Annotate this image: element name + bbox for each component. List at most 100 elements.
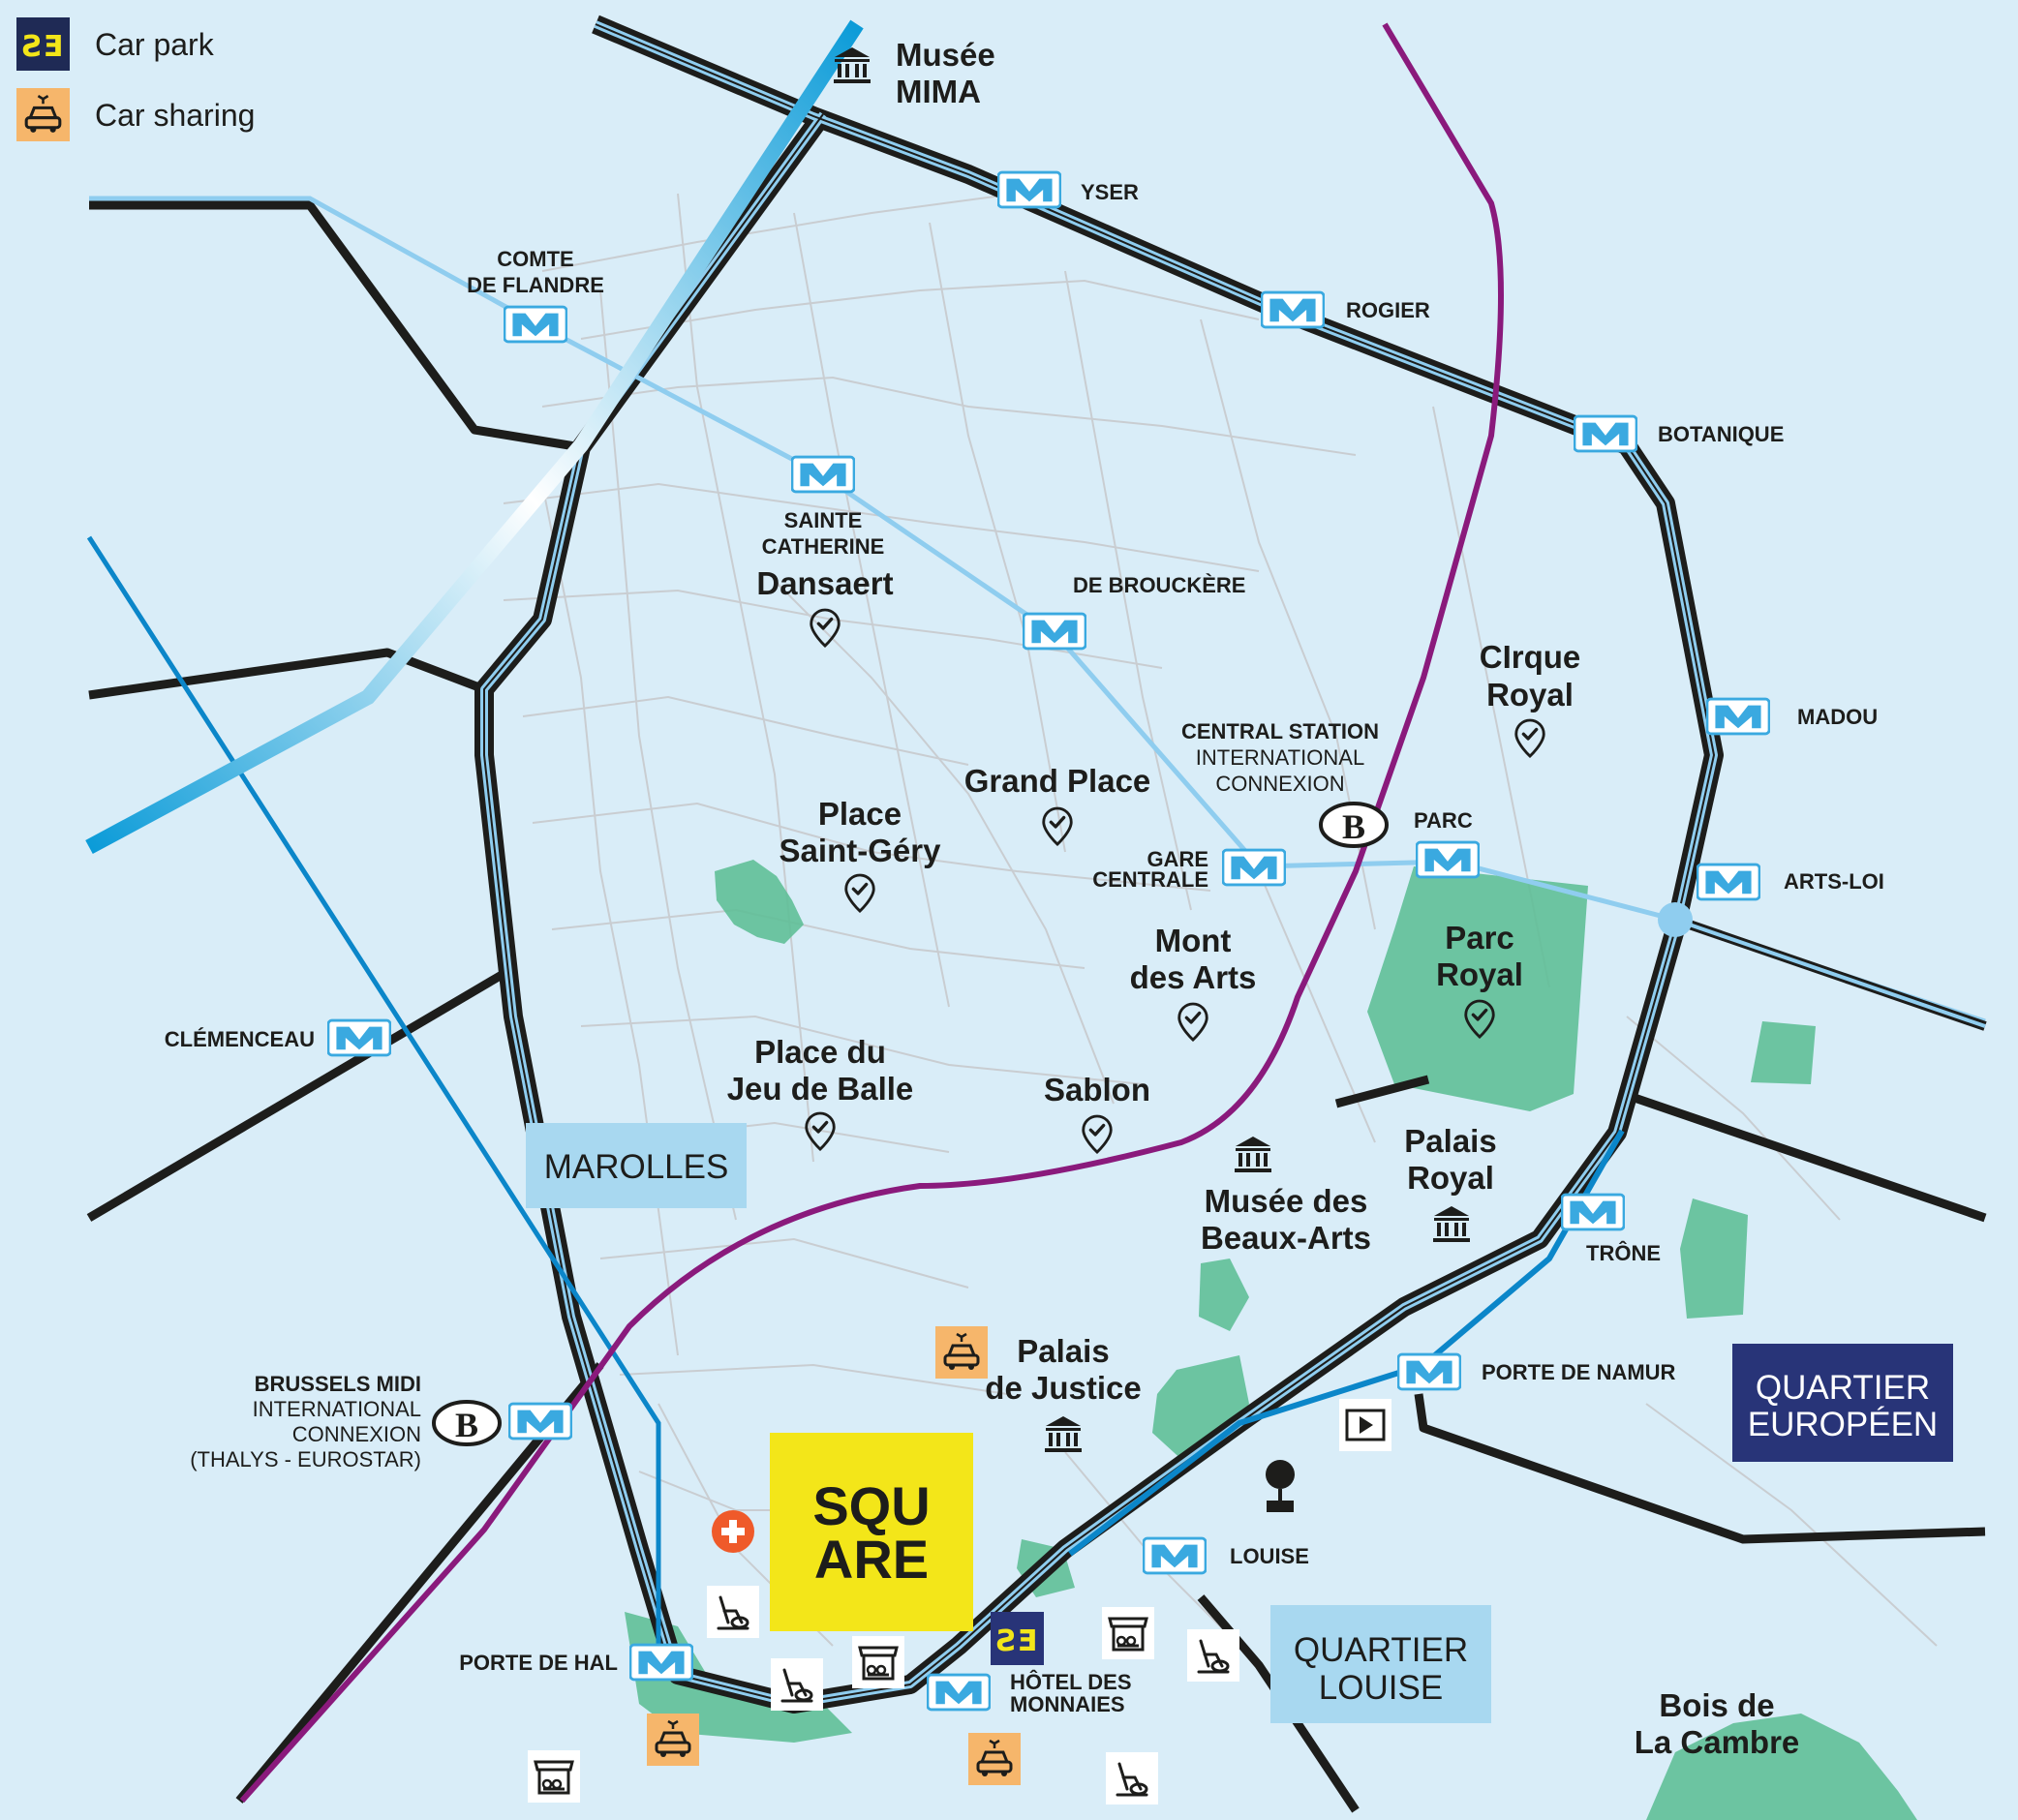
place-label-saint-gery-1: Place <box>818 796 902 832</box>
park-parc-royal <box>1367 866 1588 1111</box>
car-sharing-icon-porte-de-hal <box>647 1714 699 1766</box>
station-label-porte-de-namur: PORTE DE NAMUR <box>1482 1360 1676 1384</box>
rail-line <box>239 22 1504 1803</box>
place-label-grand-place: Grand Place <box>964 763 1151 799</box>
station-label-hotel-des-monnaies-2: MONNAIES <box>1010 1692 1125 1716</box>
metro-icon-brussels-midi <box>508 1402 572 1441</box>
place-label-palais-justice-2: de Justice <box>985 1370 1141 1406</box>
place-label-jeu-de-balle-1: Place du <box>754 1034 886 1070</box>
square-logo-line-1: SQU <box>812 1475 930 1536</box>
train-label-midi-3: CONNEXION <box>292 1422 421 1446</box>
district-marolles-box <box>526 1123 747 1208</box>
legend: ƧƎ Car park Car sharing <box>16 17 255 141</box>
train-icon-central <box>1319 802 1389 848</box>
train-icon-midi <box>432 1400 502 1446</box>
metro-labels: YSER ROGIER BOTANIQUE MADOU ARTS-LOI PAR… <box>165 180 1884 1716</box>
place-label-dansaert: Dansaert <box>756 565 893 601</box>
station-label-trone: TRÔNE <box>1586 1241 1661 1265</box>
gym-icon-1 <box>707 1586 759 1638</box>
place-label-mima-2: MIMA <box>896 74 981 109</box>
place-label-mont-des-arts-2: des Arts <box>1130 959 1257 995</box>
place-label-bois-cambre-2: La Cambre <box>1635 1724 1800 1760</box>
metro-markers[interactable] <box>327 170 1770 1712</box>
place-label-parc-royal-1: Parc <box>1445 920 1514 956</box>
car-sharing-icon <box>16 88 70 141</box>
station-label-louise: LOUISE <box>1230 1544 1309 1568</box>
legend-label-car-park: Car park <box>95 27 215 62</box>
place-label-jeu-de-balle-2: Jeu de Balle <box>727 1071 914 1107</box>
legend-label-car-sharing: Car sharing <box>95 98 255 133</box>
cinema-icon <box>1339 1399 1391 1451</box>
station-label-de-brouckere: DE BROUCKÈRE <box>1073 573 1245 597</box>
gym-icon-2 <box>771 1658 823 1711</box>
station-label-porte-de-hal: PORTE DE HAL <box>459 1651 618 1675</box>
station-label-comte-de-flandre-1: COMTE <box>497 247 573 271</box>
market-icon-2 <box>1102 1607 1154 1659</box>
station-label-sainte-catherine-1: SAINTE <box>784 508 863 532</box>
district-quartier-europeen-box <box>1732 1344 1953 1462</box>
regional-rail-line <box>85 19 864 855</box>
place-label-parc-royal-2: Royal <box>1436 956 1523 992</box>
train-stations[interactable]: B B <box>432 802 1389 1446</box>
district-boxes: MAROLLES QUARTIER LOUISE QUARTIER EUROPÉ… <box>526 1123 1953 1723</box>
station-label-botanique: BOTANIQUE <box>1658 422 1784 446</box>
district-quartier-louise-label-1: QUARTIER <box>1294 1631 1468 1669</box>
metro-icon-de-brouckere <box>1023 612 1086 651</box>
svg-text:ƧƎ: ƧƎ <box>22 30 63 64</box>
train-label-midi-2: INTERNATIONAL <box>253 1397 421 1421</box>
square-building[interactable]: SQU ARE <box>770 1433 973 1631</box>
car-sharing-icon-palais-justice <box>935 1326 988 1379</box>
station-label-clemenceau: CLÉMENCEAU <box>165 1027 315 1051</box>
place-label-mont-des-arts-1: Mont <box>1155 923 1232 958</box>
gym-icon-3 <box>1187 1629 1239 1682</box>
legend-item-car-sharing: Car sharing <box>16 88 255 141</box>
place-label-palais-royal-2: Royal <box>1407 1160 1494 1196</box>
district-marolles-label: MAROLLES <box>544 1148 729 1186</box>
train-labels: CENTRAL STATION INTERNATIONAL CONNEXION … <box>190 719 1379 1471</box>
station-label-arts-loi: ARTS-LOI <box>1784 869 1884 894</box>
train-label-central-3: CONNEXION <box>1215 772 1344 796</box>
places: Musée MIMA Dansaert CIrque Royal Grand P… <box>727 37 1800 1760</box>
square-block <box>770 1433 973 1631</box>
district-quartier-louise-label-2: LOUISE <box>1319 1669 1443 1707</box>
station-label-parc: PARC <box>1414 808 1473 833</box>
car-park-icon-monnaies: ƧƎ <box>991 1612 1044 1665</box>
place-label-beaux-arts-1: Musée des <box>1205 1183 1368 1219</box>
metro-icon-porte-de-namur <box>1397 1352 1461 1391</box>
place-label-palais-royal-1: Palais <box>1404 1123 1496 1159</box>
place-label-beaux-arts-2: Beaux-Arts <box>1201 1220 1371 1256</box>
metro-icon-parc <box>1416 840 1480 879</box>
station-label-hotel-des-monnaies-1: HÔTEL DES <box>1010 1670 1132 1694</box>
square-logo-line-2: ARE <box>814 1529 929 1590</box>
metro-icon-comte-de-flandre <box>504 305 567 344</box>
district-quartier-louise-box <box>1270 1605 1491 1723</box>
district-quartier-europeen-label-2: EUROPÉEN <box>1748 1406 1938 1443</box>
place-label-mima-1: Musée <box>896 37 995 73</box>
station-label-gare-centrale-2: CENTRALE <box>1092 867 1208 892</box>
station-label-sainte-catherine-2: CATHERINE <box>762 534 885 559</box>
place-label-cirque-royal-2: Royal <box>1486 677 1574 713</box>
metro-icon-rogier <box>1261 290 1325 329</box>
park-bois-de-la-cambre <box>1646 1714 1917 1820</box>
metro-icon-hotel-des-monnaies <box>927 1673 991 1712</box>
place-label-saint-gery-2: Saint-Géry <box>780 833 942 868</box>
amenities[interactable]: ƧƎ <box>528 1326 1391 1805</box>
place-label-cirque-royal-1: CIrque <box>1480 639 1581 675</box>
gym-icon-4 <box>1106 1752 1158 1805</box>
svg-text:B: B <box>455 1406 478 1444</box>
train-label-central-2: INTERNATIONAL <box>1196 745 1364 770</box>
park-small-center <box>1199 1259 1249 1331</box>
station-label-yser: YSER <box>1081 180 1139 204</box>
train-label-midi-1: BRUSSELS MIDI <box>255 1372 421 1396</box>
station-label-gare-centrale-1: GARE <box>1147 847 1208 871</box>
market-icon-3 <box>528 1750 580 1803</box>
car-sharing-icon-monnaies <box>968 1733 1021 1785</box>
place-label-sablon: Sablon <box>1044 1072 1150 1107</box>
metro-icon-arts-loi <box>1697 863 1760 901</box>
metro-icon-gare-centrale <box>1222 848 1286 887</box>
metro-icon-porte-de-hal <box>629 1643 693 1682</box>
station-label-madou: MADOU <box>1797 705 1878 729</box>
district-quartier-europeen-label-1: QUARTIER <box>1756 1369 1930 1407</box>
svg-text:B: B <box>1342 807 1365 846</box>
